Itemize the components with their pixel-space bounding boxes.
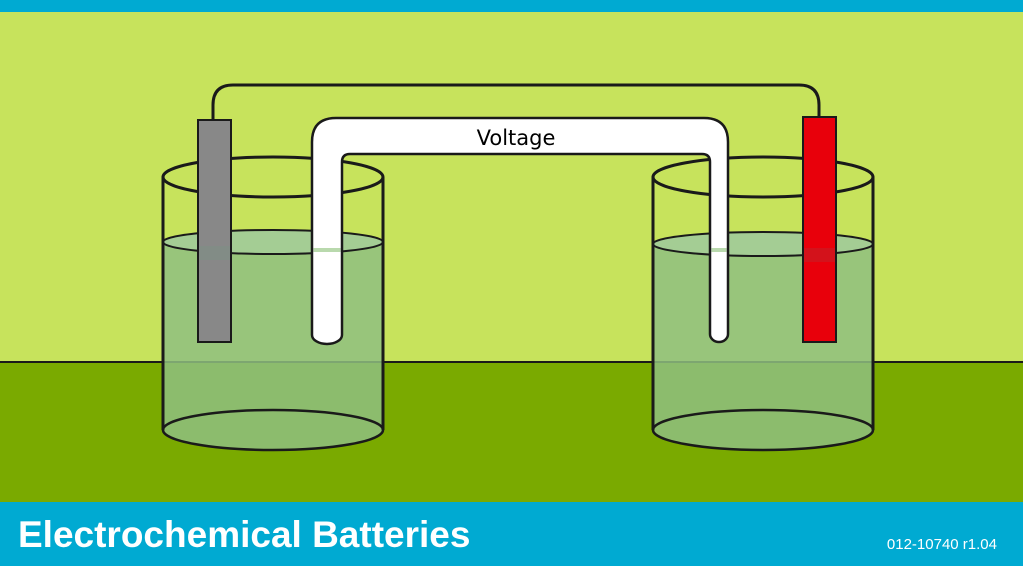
left-electrode-waterline: [199, 246, 230, 260]
slide-title: Electrochemical Batteries: [18, 514, 471, 555]
salt-bridge: [310, 116, 730, 346]
left-beaker-solution: [163, 230, 383, 450]
right-electrode-waterline: [804, 248, 835, 262]
document-code: 012-10740 r1.04: [886, 536, 997, 553]
left-solution-surface: [162, 229, 384, 255]
right-beaker-solution: [653, 232, 873, 450]
right-electrode: [802, 116, 837, 343]
top-bar: [0, 0, 1023, 12]
footer-bar: [0, 502, 1023, 566]
salt-bridge-left-submerged: [313, 248, 341, 252]
left-electrode: [197, 119, 232, 343]
wire: [211, 83, 821, 120]
cell-diagram: Voltage: [0, 12, 1023, 502]
salt-bridge-right-submerged: [711, 248, 727, 252]
right-solution-surface: [652, 231, 874, 257]
voltage-label: Voltage: [477, 126, 556, 150]
